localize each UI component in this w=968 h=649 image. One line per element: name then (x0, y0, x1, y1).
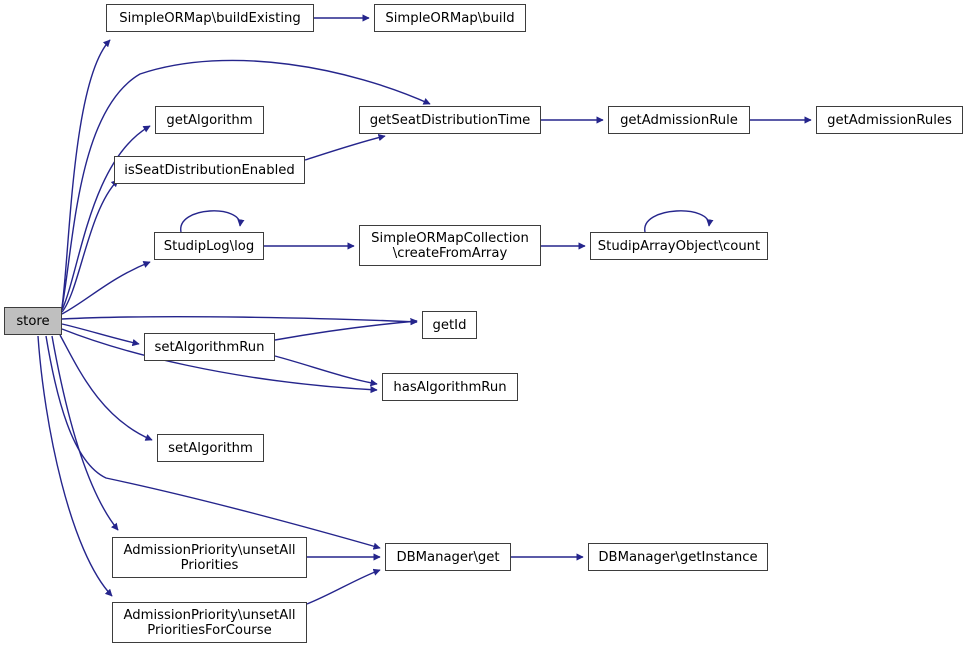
graph-node-label: getAdmissionRules (827, 112, 952, 128)
graph-node-getAdmissionRules[interactable]: getAdmissionRules (816, 106, 963, 134)
graph-node-store[interactable]: store (4, 307, 62, 335)
edge-store-to-getId (61, 315, 418, 326)
graph-node-getAlgorithm[interactable]: getAlgorithm (155, 106, 264, 134)
graph-node-getAdmissionRule[interactable]: getAdmissionRule (608, 106, 750, 134)
edge-store-to-hasAlgorithmRun (61, 328, 378, 394)
graph-node-label: StudipLog\log (163, 238, 255, 254)
graph-node-isSeatDistributionEnabled[interactable]: isSeatDistributionEnabled (114, 156, 305, 184)
graph-node-label: hasAlgorithmRun (393, 379, 507, 395)
graph-node-label: setAlgorithmRun (154, 339, 265, 355)
graph-node-getId[interactable]: getId (422, 311, 477, 339)
graph-node-label: getSeatDistributionTime (369, 112, 531, 128)
graph-node-unsetAllPriorities[interactable]: AdmissionPriority\unsetAll Priorities (112, 537, 307, 578)
graph-node-setAlgorithmRun[interactable]: setAlgorithmRun (144, 333, 275, 361)
graph-node-label: DBManager\get (396, 549, 500, 565)
graph-node-createFromArray[interactable]: SimpleORMapCollection \createFromArray (359, 225, 541, 266)
graph-node-label: AdmissionPriority\unsetAll Priorities (123, 542, 296, 573)
graph-node-label: getAdmissionRule (620, 112, 738, 128)
graph-node-arrayObjectCount[interactable]: StudipArrayObject\count (590, 232, 768, 260)
graph-node-label: SimpleORMapCollection \createFromArray (371, 230, 529, 261)
edge-store-to-buildExisting (61, 39, 111, 308)
graph-node-label: getAlgorithm (166, 112, 253, 128)
edge-unsetAllPrioritiesForCourse-to-dbManagerGet (306, 568, 381, 605)
graph-node-label: SimpleORMap\build (385, 10, 515, 26)
edge-store-to-isSeatDistributionEnabled (61, 179, 119, 313)
graph-node-dbManagerGetInstance[interactable]: DBManager\getInstance (588, 543, 768, 571)
edge-store-to-getSeatDistributionTime (61, 59, 431, 309)
graph-node-label: isSeatDistributionEnabled (124, 162, 295, 178)
graph-node-build[interactable]: SimpleORMap\build (374, 4, 526, 32)
edge-store-to-studipLogLog (61, 261, 151, 315)
graph-node-label: getId (432, 317, 467, 333)
graph-node-label: StudipArrayObject\count (597, 238, 761, 254)
edge-store-to-unsetAllPrioritiesForCourse (37, 335, 113, 597)
graph-node-label: setAlgorithm (168, 440, 253, 456)
edge-isSeatDistributionEnabled-to-getSeatDistributionTime (304, 133, 386, 161)
graph-node-label: SimpleORMap\buildExisting (119, 10, 301, 26)
edge-store-to-unsetAllPriorities (51, 335, 119, 531)
edge-store-to-dbManagerGet (45, 335, 381, 550)
edge-arrayObjectCount-self-loop (644, 210, 714, 233)
graph-node-buildExisting[interactable]: SimpleORMap\buildExisting (106, 4, 314, 32)
graph-node-label: store (16, 313, 50, 329)
edge-setAlgorithmRun-to-getId (274, 317, 418, 341)
edge-store-to-setAlgorithmRun (61, 323, 140, 347)
edge-store-to-setAlgorithm (59, 334, 153, 441)
edge-setAlgorithmRun-to-hasAlgorithmRun (274, 355, 378, 387)
graph-node-hasAlgorithmRun[interactable]: hasAlgorithmRun (382, 373, 518, 401)
graph-node-studipLogLog[interactable]: StudipLog\log (154, 232, 264, 260)
graph-node-getSeatDistributionTime[interactable]: getSeatDistributionTime (359, 106, 541, 134)
graph-node-label: AdmissionPriority\unsetAll PrioritiesFor… (123, 607, 296, 638)
graph-node-label: DBManager\getInstance (598, 549, 758, 565)
graph-node-dbManagerGet[interactable]: DBManager\get (385, 543, 511, 571)
edge-store-to-getAlgorithm (61, 125, 151, 311)
edge-studipLogLog-self-loop (180, 210, 245, 233)
graph-node-unsetAllPrioritiesForCourse[interactable]: AdmissionPriority\unsetAll PrioritiesFor… (112, 602, 307, 643)
graph-node-setAlgorithm[interactable]: setAlgorithm (157, 434, 264, 462)
